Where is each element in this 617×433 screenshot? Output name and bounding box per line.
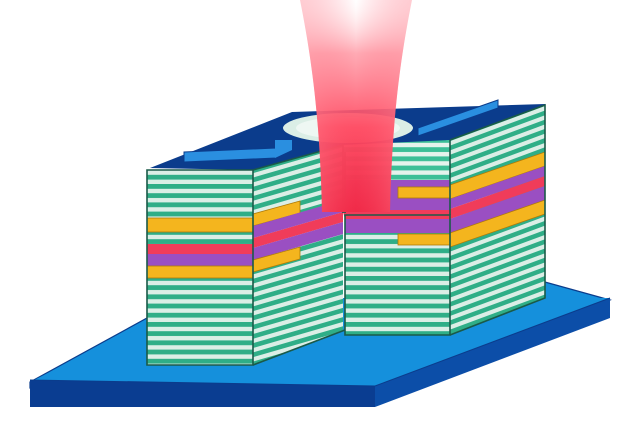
active-region-left (146, 217, 254, 279)
active-region-right-side (449, 151, 546, 248)
active-region-left-side (252, 200, 343, 273)
laser-beam-icon (300, 0, 412, 212)
